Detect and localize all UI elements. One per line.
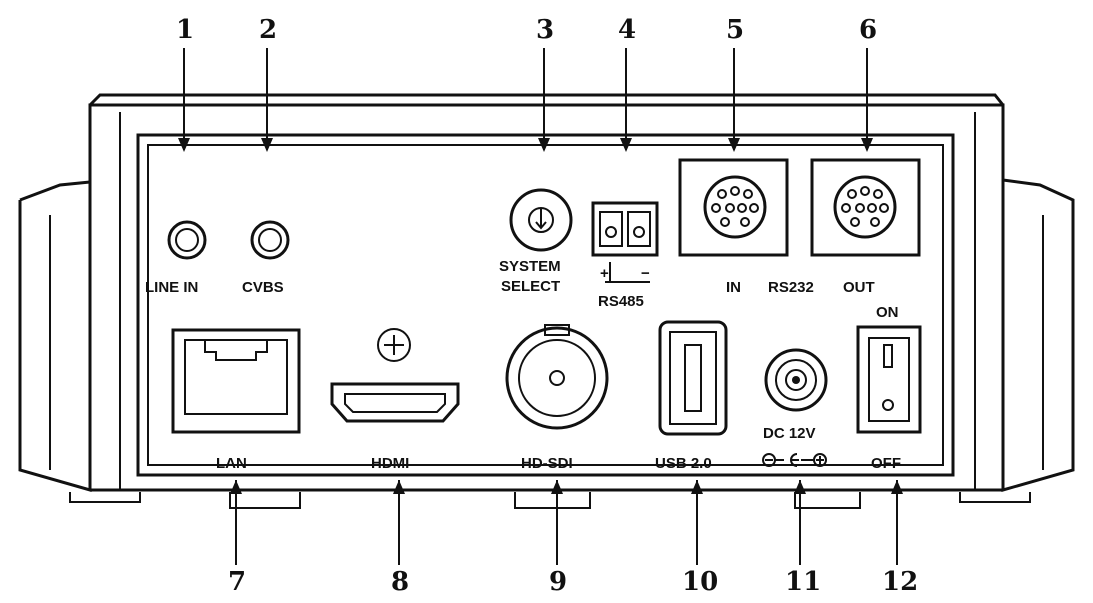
system-select-rotary[interactable] [509, 188, 573, 252]
dc-12v-jack[interactable] [764, 348, 828, 412]
power-off-label: OFF [871, 455, 901, 472]
rs232-in-label: IN [726, 279, 741, 296]
callout-6: 6 [859, 15, 877, 45]
rs485-plus-label: + [600, 265, 609, 282]
dc-12v-label: DC 12V [763, 425, 816, 442]
hdmi-port[interactable] [330, 382, 460, 423]
hd-sdi-label: HD-SDI [521, 455, 573, 472]
hd-sdi-port[interactable] [505, 324, 609, 430]
line-in-label: LINE IN [145, 279, 198, 296]
ground-screw-icon [377, 328, 411, 362]
callout-8: 8 [391, 567, 409, 597]
callout-3: 3 [536, 15, 554, 45]
system-select-label-1: SYSTEM [499, 258, 561, 275]
system-select-label-2: SELECT [501, 278, 560, 295]
callout-1: 1 [176, 15, 194, 45]
rs485-minus-label: − [641, 265, 650, 282]
callout-7: 7 [228, 567, 246, 597]
rs485-label: RS485 [598, 293, 644, 310]
camera-housing [18, 93, 1075, 509]
rs485-polarity-lines [605, 262, 650, 283]
rs232-out-label: OUT [843, 279, 875, 296]
rs232-in-port[interactable] [678, 158, 789, 257]
cvbs-label: CVBS [242, 279, 284, 296]
rs232-out-port[interactable] [810, 158, 921, 257]
line-in-jack[interactable] [167, 220, 207, 260]
callout-4: 4 [618, 15, 636, 45]
power-on-label: ON [876, 304, 899, 321]
callout-9: 9 [549, 567, 567, 597]
callout-2: 2 [259, 15, 277, 45]
cvbs-jack[interactable] [250, 220, 290, 260]
dc-polarity-icon [762, 453, 827, 467]
hdmi-label: HDMI [371, 455, 409, 472]
power-switch[interactable] [856, 325, 922, 434]
lan-port[interactable] [171, 328, 301, 434]
usb-label: USB 2.0 [655, 455, 712, 472]
callout-5: 5 [726, 15, 744, 45]
callout-12: 12 [882, 567, 918, 597]
callout-10: 10 [682, 567, 718, 597]
rs485-terminal[interactable] [591, 201, 659, 257]
callout-11: 11 [785, 567, 821, 597]
rs232-label: RS232 [768, 279, 814, 296]
bottom-callouts: 7 8 9 10 11 12 [228, 480, 918, 597]
usb-port[interactable] [658, 320, 728, 436]
top-callouts: 1 2 3 4 5 6 [176, 15, 877, 152]
lan-label: LAN [216, 455, 247, 472]
